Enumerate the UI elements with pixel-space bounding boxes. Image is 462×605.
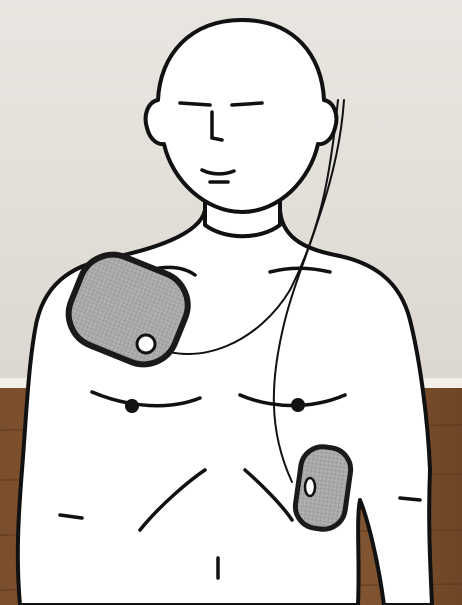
pad-connector [305,478,315,496]
lower-left-side-pad [293,444,354,532]
right-nipple [291,398,305,412]
right-arm-crease [400,498,420,500]
pad-connector [137,335,155,353]
left-nipple [125,399,139,413]
right-eye [232,103,262,105]
left-eye [180,103,210,105]
